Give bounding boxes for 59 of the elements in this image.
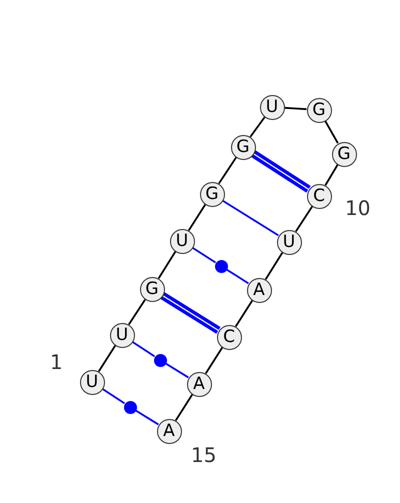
nucleotide-letter: G: [205, 184, 219, 204]
backbone-line: [324, 120, 339, 144]
backbone-line: [204, 347, 224, 374]
backbone-line: [295, 206, 313, 232]
nucleotide-circle: [186, 372, 212, 396]
backbone-line: [128, 298, 146, 326]
nucleotide-letter: A: [163, 421, 175, 441]
backbone-line: [324, 164, 338, 186]
nucleotide-letter: G: [337, 144, 351, 164]
base-pair-dot: [124, 400, 136, 414]
backbone-line: [284, 106, 307, 110]
base-pair-dot: [214, 260, 228, 272]
backbone-line: [264, 252, 284, 280]
position-number: 10: [345, 196, 370, 220]
nucleotide-letter: A: [193, 374, 205, 394]
nucleotide-circle: [140, 276, 164, 302]
position-number: 15: [191, 443, 216, 467]
base-pair-line: [160, 292, 222, 334]
base-pair-line: [135, 410, 159, 426]
nucleotide-letter: C: [313, 186, 325, 206]
nucleotide-circle: [216, 324, 242, 350]
nucleotide-circle: [332, 142, 356, 166]
position-number: 1: [50, 350, 63, 374]
nucleotide-letter: U: [86, 372, 98, 392]
nucleotide-circle: [170, 228, 194, 254]
nucleotide-letter: U: [266, 97, 278, 117]
backbone-line: [250, 116, 266, 138]
nucleotide-letter: U: [116, 325, 128, 345]
backbone-line: [234, 300, 254, 327]
base-pair-line: [192, 246, 216, 264]
base-pair-line: [102, 388, 126, 404]
nucleotide-letter: A: [253, 280, 265, 300]
base-pair-line: [250, 150, 312, 193]
base-pair-line: [226, 268, 249, 284]
nucleotide-circle: [156, 418, 182, 444]
base-pair-line: [132, 341, 156, 358]
backbone-line: [158, 251, 176, 279]
backbone-line: [188, 204, 206, 231]
nucleotide-letter: G: [312, 100, 326, 120]
nucleotide-letter: C: [223, 327, 235, 347]
base-pair-line: [165, 362, 189, 378]
nucleotide-circle: [260, 94, 284, 120]
nucleotide-circle: [276, 230, 302, 254]
nucleotide-circle: [200, 182, 224, 206]
backbone-line: [174, 394, 194, 421]
backbone-line: [218, 156, 237, 184]
backbone-line: [98, 345, 116, 372]
nucleotide-letter: U: [282, 232, 296, 252]
nucleotide-circle: [110, 322, 134, 348]
nucleotide-circle: [246, 278, 272, 302]
base-pair-line: [222, 200, 279, 236]
nucleotide-circle: [230, 134, 256, 160]
nucleotide-circle: [80, 370, 104, 394]
nucleotide-letter: G: [145, 279, 159, 299]
nucleotide-circle: [306, 184, 332, 208]
nucleotide-letter: U: [176, 231, 188, 251]
nucleotide-circle: [306, 98, 332, 122]
nucleotide-letter: G: [236, 137, 250, 157]
base-pair-dot: [154, 354, 166, 366]
